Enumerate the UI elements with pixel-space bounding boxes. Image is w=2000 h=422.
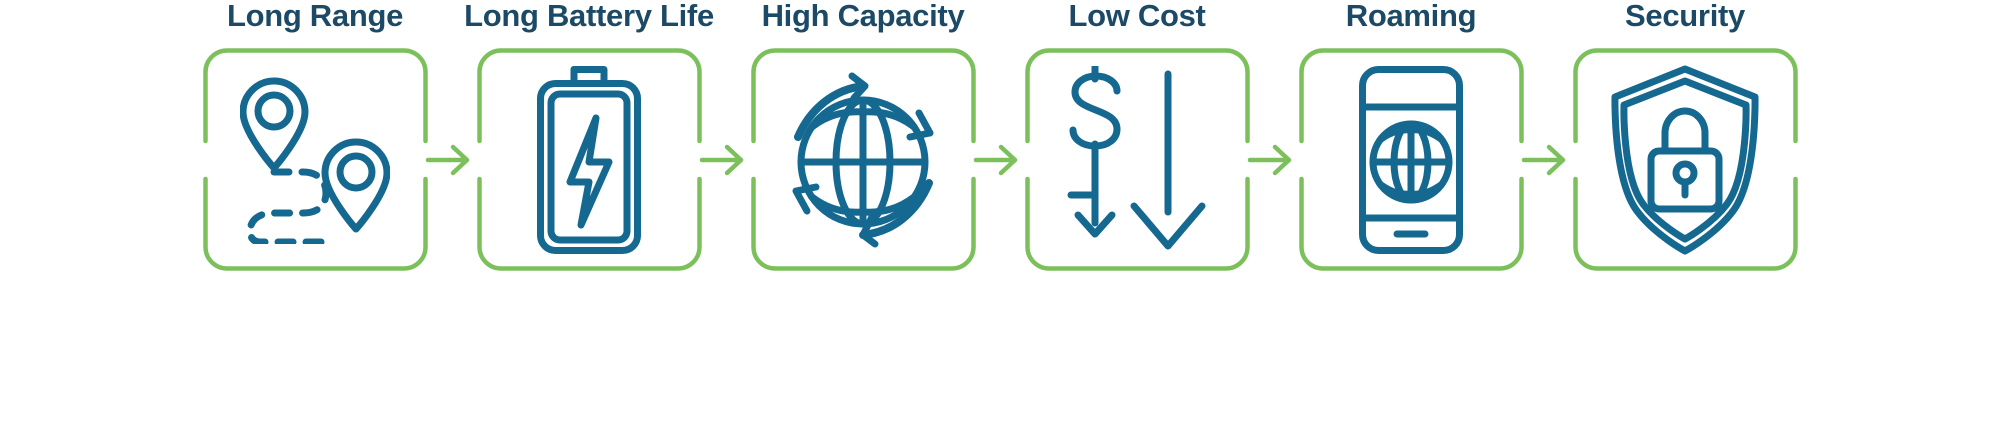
feature-card-title: Long Battery Life: [464, 0, 714, 33]
feature-card-body: [1572, 48, 1798, 271]
feature-card-5: Roaming: [1298, 0, 1524, 271]
feature-card-title: Roaming: [1345, 0, 1477, 33]
feature-card-body: [1024, 48, 1250, 271]
feature-card-body: [476, 48, 702, 271]
cards-row: Long Range Long Battery Life High Capaci…: [202, 0, 1798, 271]
battery-lightning-icon: [477, 48, 702, 271]
feature-card-body: [202, 48, 428, 271]
feature-card-2: Long Battery Life: [464, 0, 714, 271]
globe-refresh-icon: [751, 48, 976, 271]
arrow-4: [1247, 48, 1299, 271]
feature-card-4: Low Cost: [1024, 0, 1250, 271]
phone-globe-icon: [1299, 48, 1524, 271]
arrow-3: [973, 48, 1025, 271]
feature-card-body: [750, 48, 976, 271]
feature-card-title: Low Cost: [1068, 0, 1206, 33]
feature-card-title: High Capacity: [761, 0, 965, 33]
dollar-down-arrow-icon: [1025, 48, 1250, 271]
feature-card-3: High Capacity: [750, 0, 976, 271]
feature-card-title: Security: [1625, 0, 1745, 33]
feature-card-1: Long Range: [202, 0, 428, 271]
map-pins-route-icon: [203, 48, 428, 271]
arrow-5: [1521, 48, 1573, 271]
feature-card-body: [1298, 48, 1524, 271]
arrow-1: [425, 48, 477, 271]
arrow-2: [699, 48, 751, 271]
feature-card-title: Long Range: [226, 0, 404, 33]
feature-card-6: Security: [1572, 0, 1798, 271]
shield-lock-icon: [1573, 48, 1798, 271]
